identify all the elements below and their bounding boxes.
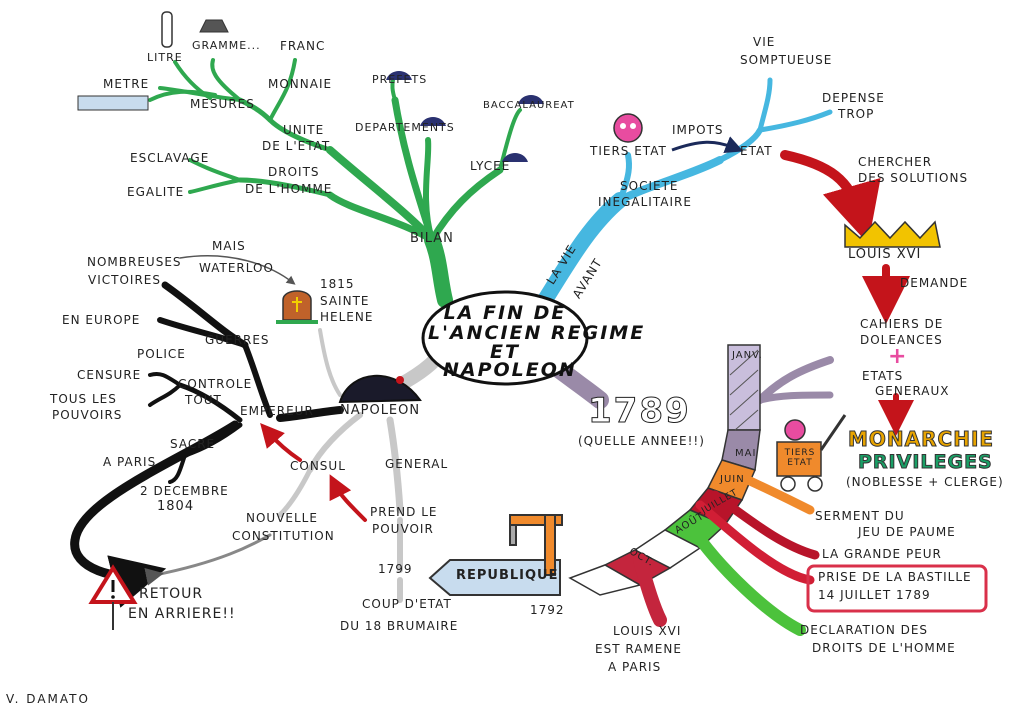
weight-icon bbox=[200, 20, 228, 32]
bastille-label-2: 14 JUILLET 1789 bbox=[818, 589, 931, 603]
serment-label-1: SERMENT DU bbox=[815, 510, 905, 524]
annee-label: 1789 bbox=[588, 392, 691, 431]
droits-label-1: DROITS bbox=[268, 166, 320, 180]
declaration-label-2: DROITS DE L'HOMME bbox=[812, 642, 956, 656]
nombreuses-label-1: NOMBREUSES bbox=[87, 256, 182, 270]
an-1815-label: 1815 bbox=[320, 278, 355, 292]
coup-label-1: COUP D'ETAT bbox=[362, 598, 452, 612]
consul-label: CONSUL bbox=[290, 460, 346, 474]
prefets-label: PREFETS bbox=[372, 74, 427, 87]
departements-label: DEPARTEMENTS bbox=[355, 122, 455, 135]
retour-label-2: EN ARRIERE!! bbox=[128, 606, 236, 622]
controle-label-1: CONTROLE bbox=[178, 378, 252, 392]
bastille-label-1: PRISE DE LA BASTILLE bbox=[818, 571, 972, 585]
vie-somptueuse-label-1: VIE bbox=[753, 36, 775, 50]
metre-label: METRE bbox=[103, 78, 149, 92]
sacre-label: SACRE bbox=[170, 438, 215, 452]
unite-label-2: DE L'ETAT bbox=[262, 140, 330, 154]
gramme-label: GRAMME... bbox=[192, 40, 261, 53]
decembre-label-2: 1804 bbox=[157, 500, 194, 515]
signature: V. DAMATO bbox=[6, 693, 90, 707]
societe-label-2: INEGALITAIRE bbox=[598, 196, 692, 210]
nombreuses-label-2: VICTOIRES bbox=[88, 274, 161, 288]
vie-somptueuse-label-2: SOMPTUEUSE bbox=[740, 54, 832, 68]
impots-arrow bbox=[672, 142, 735, 150]
louis-ramene-label-3: A PARIS bbox=[608, 661, 661, 675]
baccalaureat-label: BACCALAUREAT bbox=[483, 100, 575, 112]
depense-label-2: TROP bbox=[838, 108, 874, 122]
litre-label: LITRE bbox=[147, 52, 183, 65]
monnaie-label: MONNAIE bbox=[268, 78, 332, 92]
prend-label-2: POUVOIR bbox=[372, 523, 434, 537]
impots-label: IMPOTS bbox=[672, 124, 724, 138]
controle-label-2: TOUT bbox=[185, 394, 222, 408]
etat-label: ETAT bbox=[740, 145, 773, 159]
depense-label-1: DEPENSE bbox=[822, 92, 885, 106]
month-mai: MAI bbox=[735, 448, 756, 460]
nouvelle-label-2: CONSTITUTION bbox=[232, 530, 335, 544]
esclavage-label: ESCLAVAGE bbox=[130, 152, 209, 166]
chercher-label-1: CHERCHER bbox=[858, 156, 932, 170]
droits-label-2: DE L'HOMME bbox=[245, 183, 332, 197]
privileges-label: PRIVILEGES bbox=[858, 452, 993, 474]
empereur-label: EMPEREUR bbox=[240, 405, 314, 419]
tiers-etat-label: TIERS ETAT bbox=[590, 145, 667, 159]
an-1792-label: 1792 bbox=[530, 604, 565, 618]
republique-label: REPUBLIQUE bbox=[456, 569, 559, 584]
demande-label: DEMANDE bbox=[900, 277, 968, 291]
etats-label-2: GENERAUX bbox=[875, 385, 950, 399]
declaration-label-1: DECLARATION DES bbox=[800, 624, 928, 638]
egalite-label: EGALITE bbox=[127, 186, 184, 200]
waterloo-label: WATERLOO bbox=[199, 262, 274, 276]
napoleon-label: NAPOLEON bbox=[340, 404, 420, 419]
societe-label-1: SOCIETE bbox=[620, 180, 678, 194]
grande-peur-label: LA GRANDE PEUR bbox=[822, 548, 942, 562]
ruler-icon bbox=[78, 96, 148, 110]
annee-sub: (QUELLE ANNEE!!) bbox=[578, 435, 705, 449]
month-juin: JUIN bbox=[720, 474, 745, 486]
napoleon-branch bbox=[75, 256, 435, 600]
europe-label: EN EUROPE bbox=[62, 314, 140, 328]
etats-label-1: ETATS bbox=[862, 370, 903, 384]
an-1799-label: 1799 bbox=[378, 563, 413, 577]
helene-label-1: SAINTE bbox=[320, 295, 369, 309]
franc-label: FRANC bbox=[280, 40, 325, 54]
retour-label-1: RETOUR bbox=[139, 586, 203, 602]
louis-label: LOUIS XVI bbox=[848, 248, 921, 263]
tiers-etat-sign: TIERS ETAT bbox=[780, 448, 820, 469]
chercher-label-2: DES SOLUTIONS bbox=[858, 172, 968, 186]
louis-ramene-label-2: EST RAMENE bbox=[595, 643, 682, 657]
lycee-label: LYCEE bbox=[470, 160, 510, 174]
month-janv: JANV. bbox=[732, 350, 763, 362]
coup-label-2: DU 18 BRUMAIRE bbox=[340, 620, 458, 634]
prend-label-1: PREND LE bbox=[370, 506, 437, 520]
police-label: POLICE bbox=[137, 348, 186, 362]
louis-ramene-label-1: LOUIS XVI bbox=[613, 625, 681, 639]
noblesse-label: (NOBLESSE + CLERGE) bbox=[846, 476, 1004, 490]
bottle-icon bbox=[162, 12, 172, 47]
pouvoirs-label-1: TOUS LES bbox=[50, 393, 117, 407]
censure-label: CENSURE bbox=[77, 369, 141, 383]
tiers-etat-face-icon bbox=[614, 114, 642, 142]
mais-label: MAIS bbox=[212, 240, 246, 254]
bilan-label: BILAN bbox=[410, 232, 454, 247]
crown-icon bbox=[845, 222, 940, 247]
gravestone-icon bbox=[276, 291, 318, 322]
cahiers-label-1: CAHIERS DE bbox=[860, 318, 943, 332]
guerres-label: GUERRES bbox=[205, 334, 270, 348]
monarchie-label: MONARCHIE bbox=[848, 428, 994, 451]
general-label: GENERAL bbox=[385, 458, 448, 472]
decembre-label-1: 2 DECEMBRE bbox=[140, 485, 229, 499]
pouvoirs-label-2: POUVOIRS bbox=[52, 409, 122, 423]
a-paris-label: A PARIS bbox=[103, 456, 156, 470]
serment-label-2: JEU DE PAUME bbox=[858, 526, 956, 540]
plus-sign: + bbox=[888, 344, 907, 369]
unite-label-1: UNITE bbox=[283, 124, 324, 138]
title-line4: NAPOLEON bbox=[443, 360, 567, 382]
mesures-label: MESURES bbox=[190, 98, 255, 112]
nouvelle-label-1: NOUVELLE bbox=[246, 512, 318, 526]
helene-label-2: HELENE bbox=[320, 311, 373, 325]
